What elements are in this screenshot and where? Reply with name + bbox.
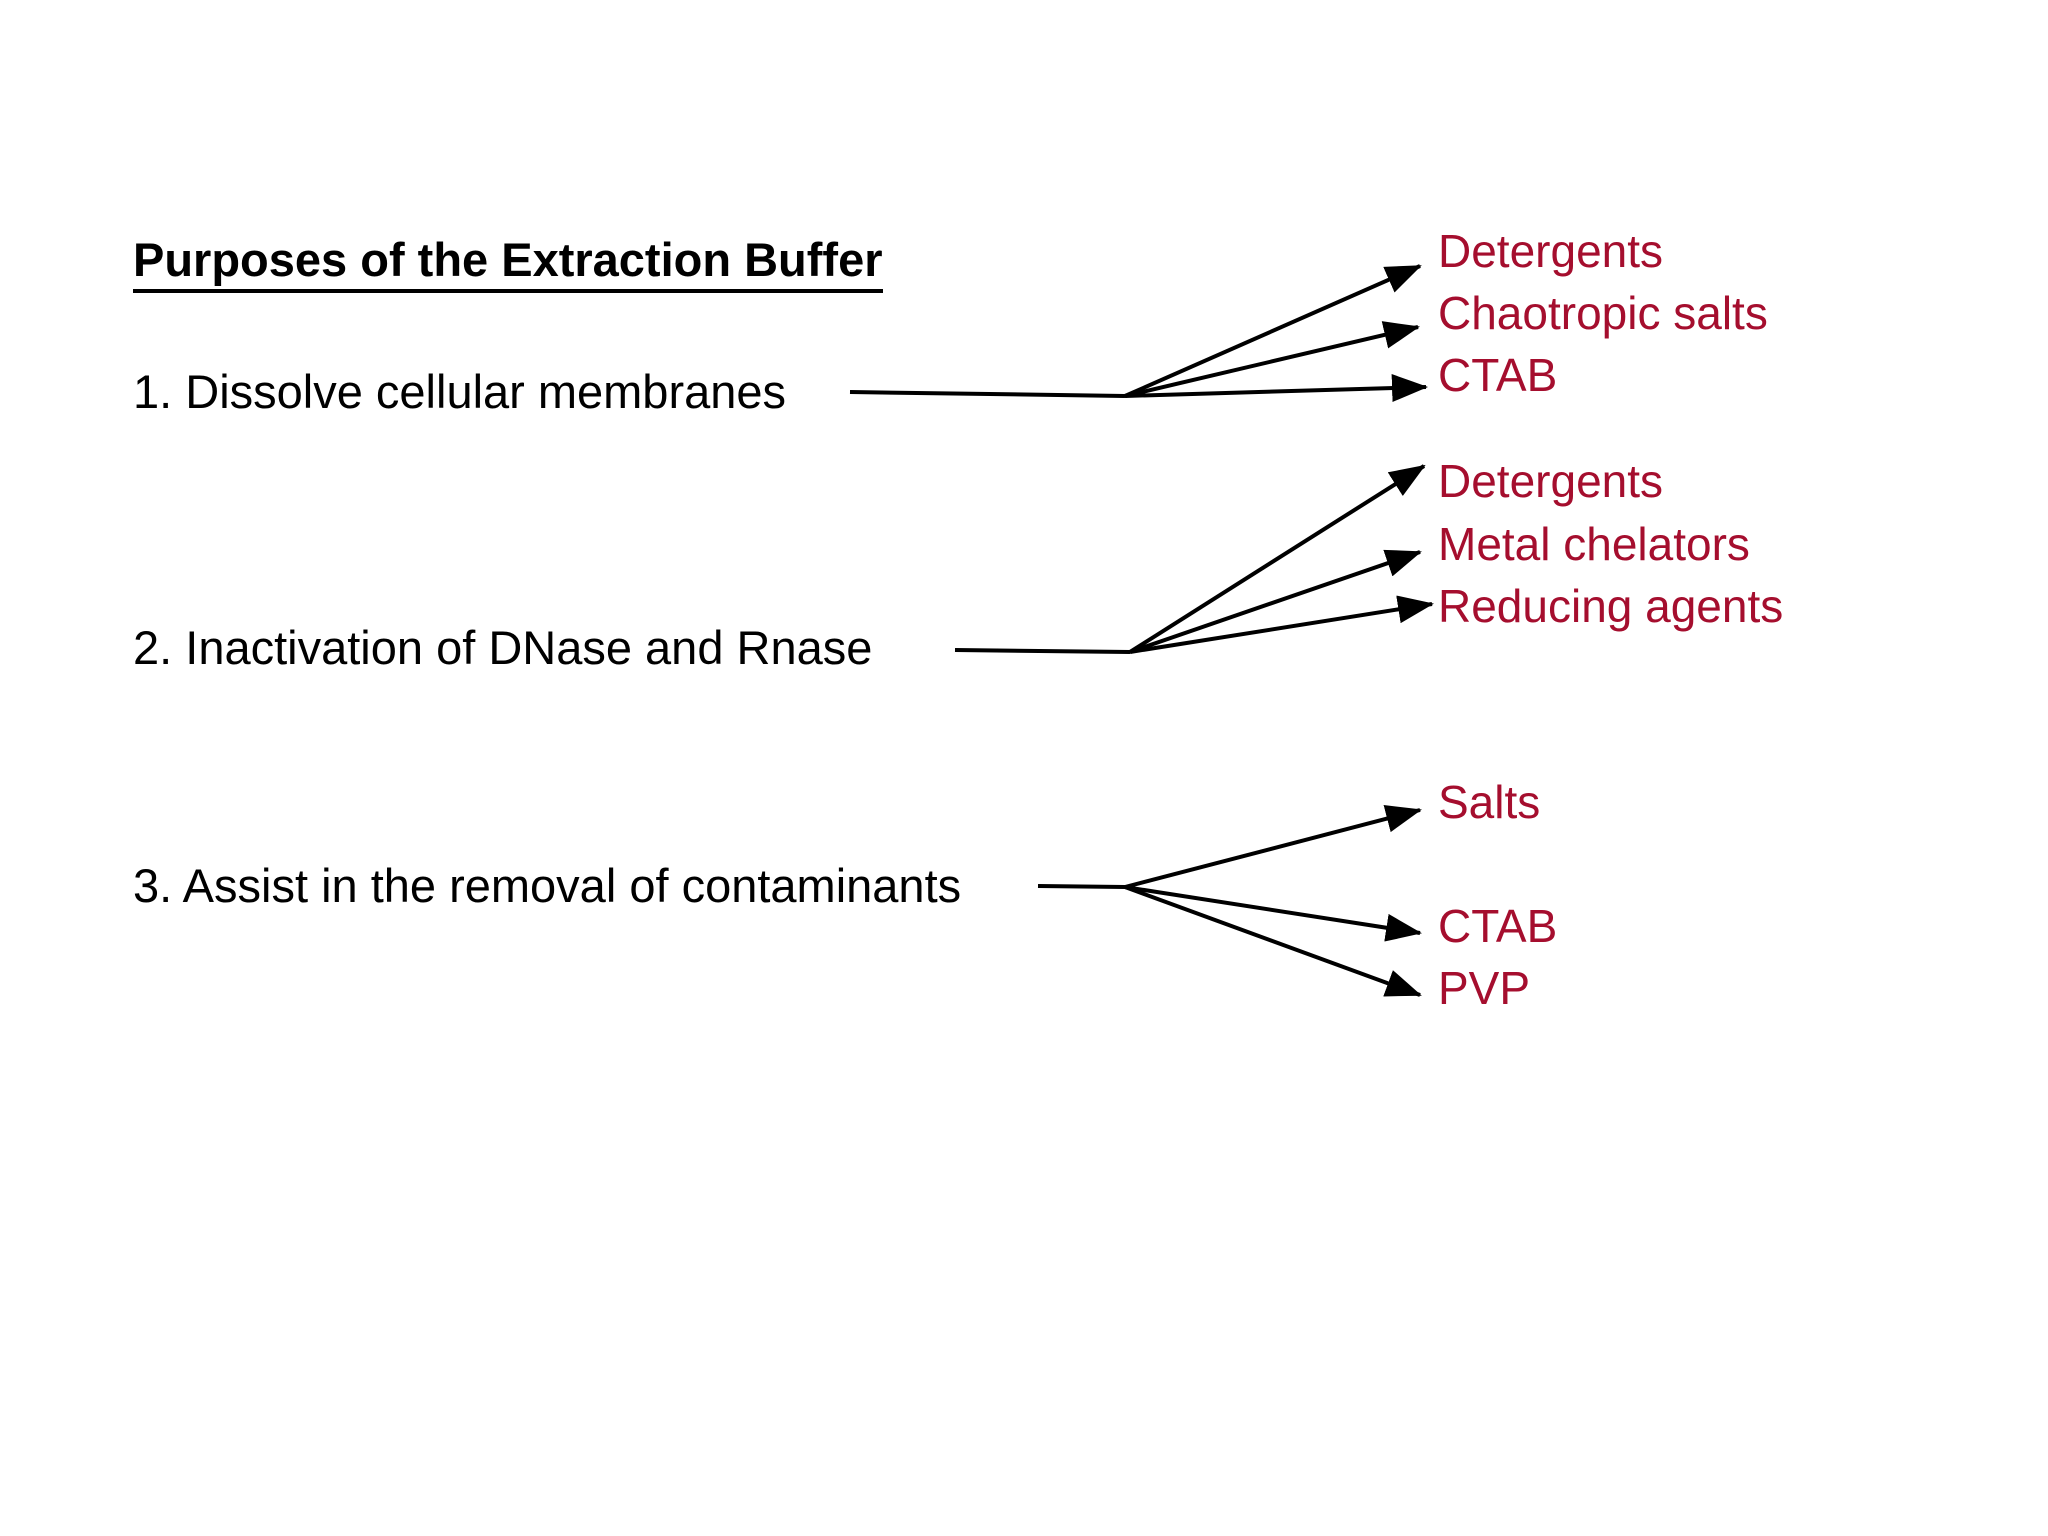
purpose-item-2: 2. Inactivation of DNase and Rnase <box>133 621 873 674</box>
connector-group-2 <box>954 464 1434 654</box>
component-label-3-3: PVP <box>1438 962 1531 1014</box>
page-title: Purposes of the Extraction Buffer <box>133 236 883 293</box>
purpose-item-1: 1. Dissolve cellular membranes <box>133 365 787 418</box>
purpose-item-3: 3. Assist in the removal of contaminants <box>133 859 962 912</box>
component-label-2-2: Metal chelators <box>1438 518 1750 570</box>
component-label-1-3: CTAB <box>1438 349 1558 401</box>
component-label-1-1: Detergents <box>1438 225 1664 277</box>
component-label-1-2: Chaotropic salts <box>1438 287 1768 339</box>
component-label-3-1: Salts <box>1438 776 1541 828</box>
component-label-2-1: Detergents <box>1438 455 1664 507</box>
component-label-2-3: Reducing agents <box>1438 580 1784 632</box>
connector-group-1 <box>849 264 1428 403</box>
connector-group-3 <box>1037 805 1422 997</box>
component-label-3-2: CTAB <box>1438 900 1558 952</box>
